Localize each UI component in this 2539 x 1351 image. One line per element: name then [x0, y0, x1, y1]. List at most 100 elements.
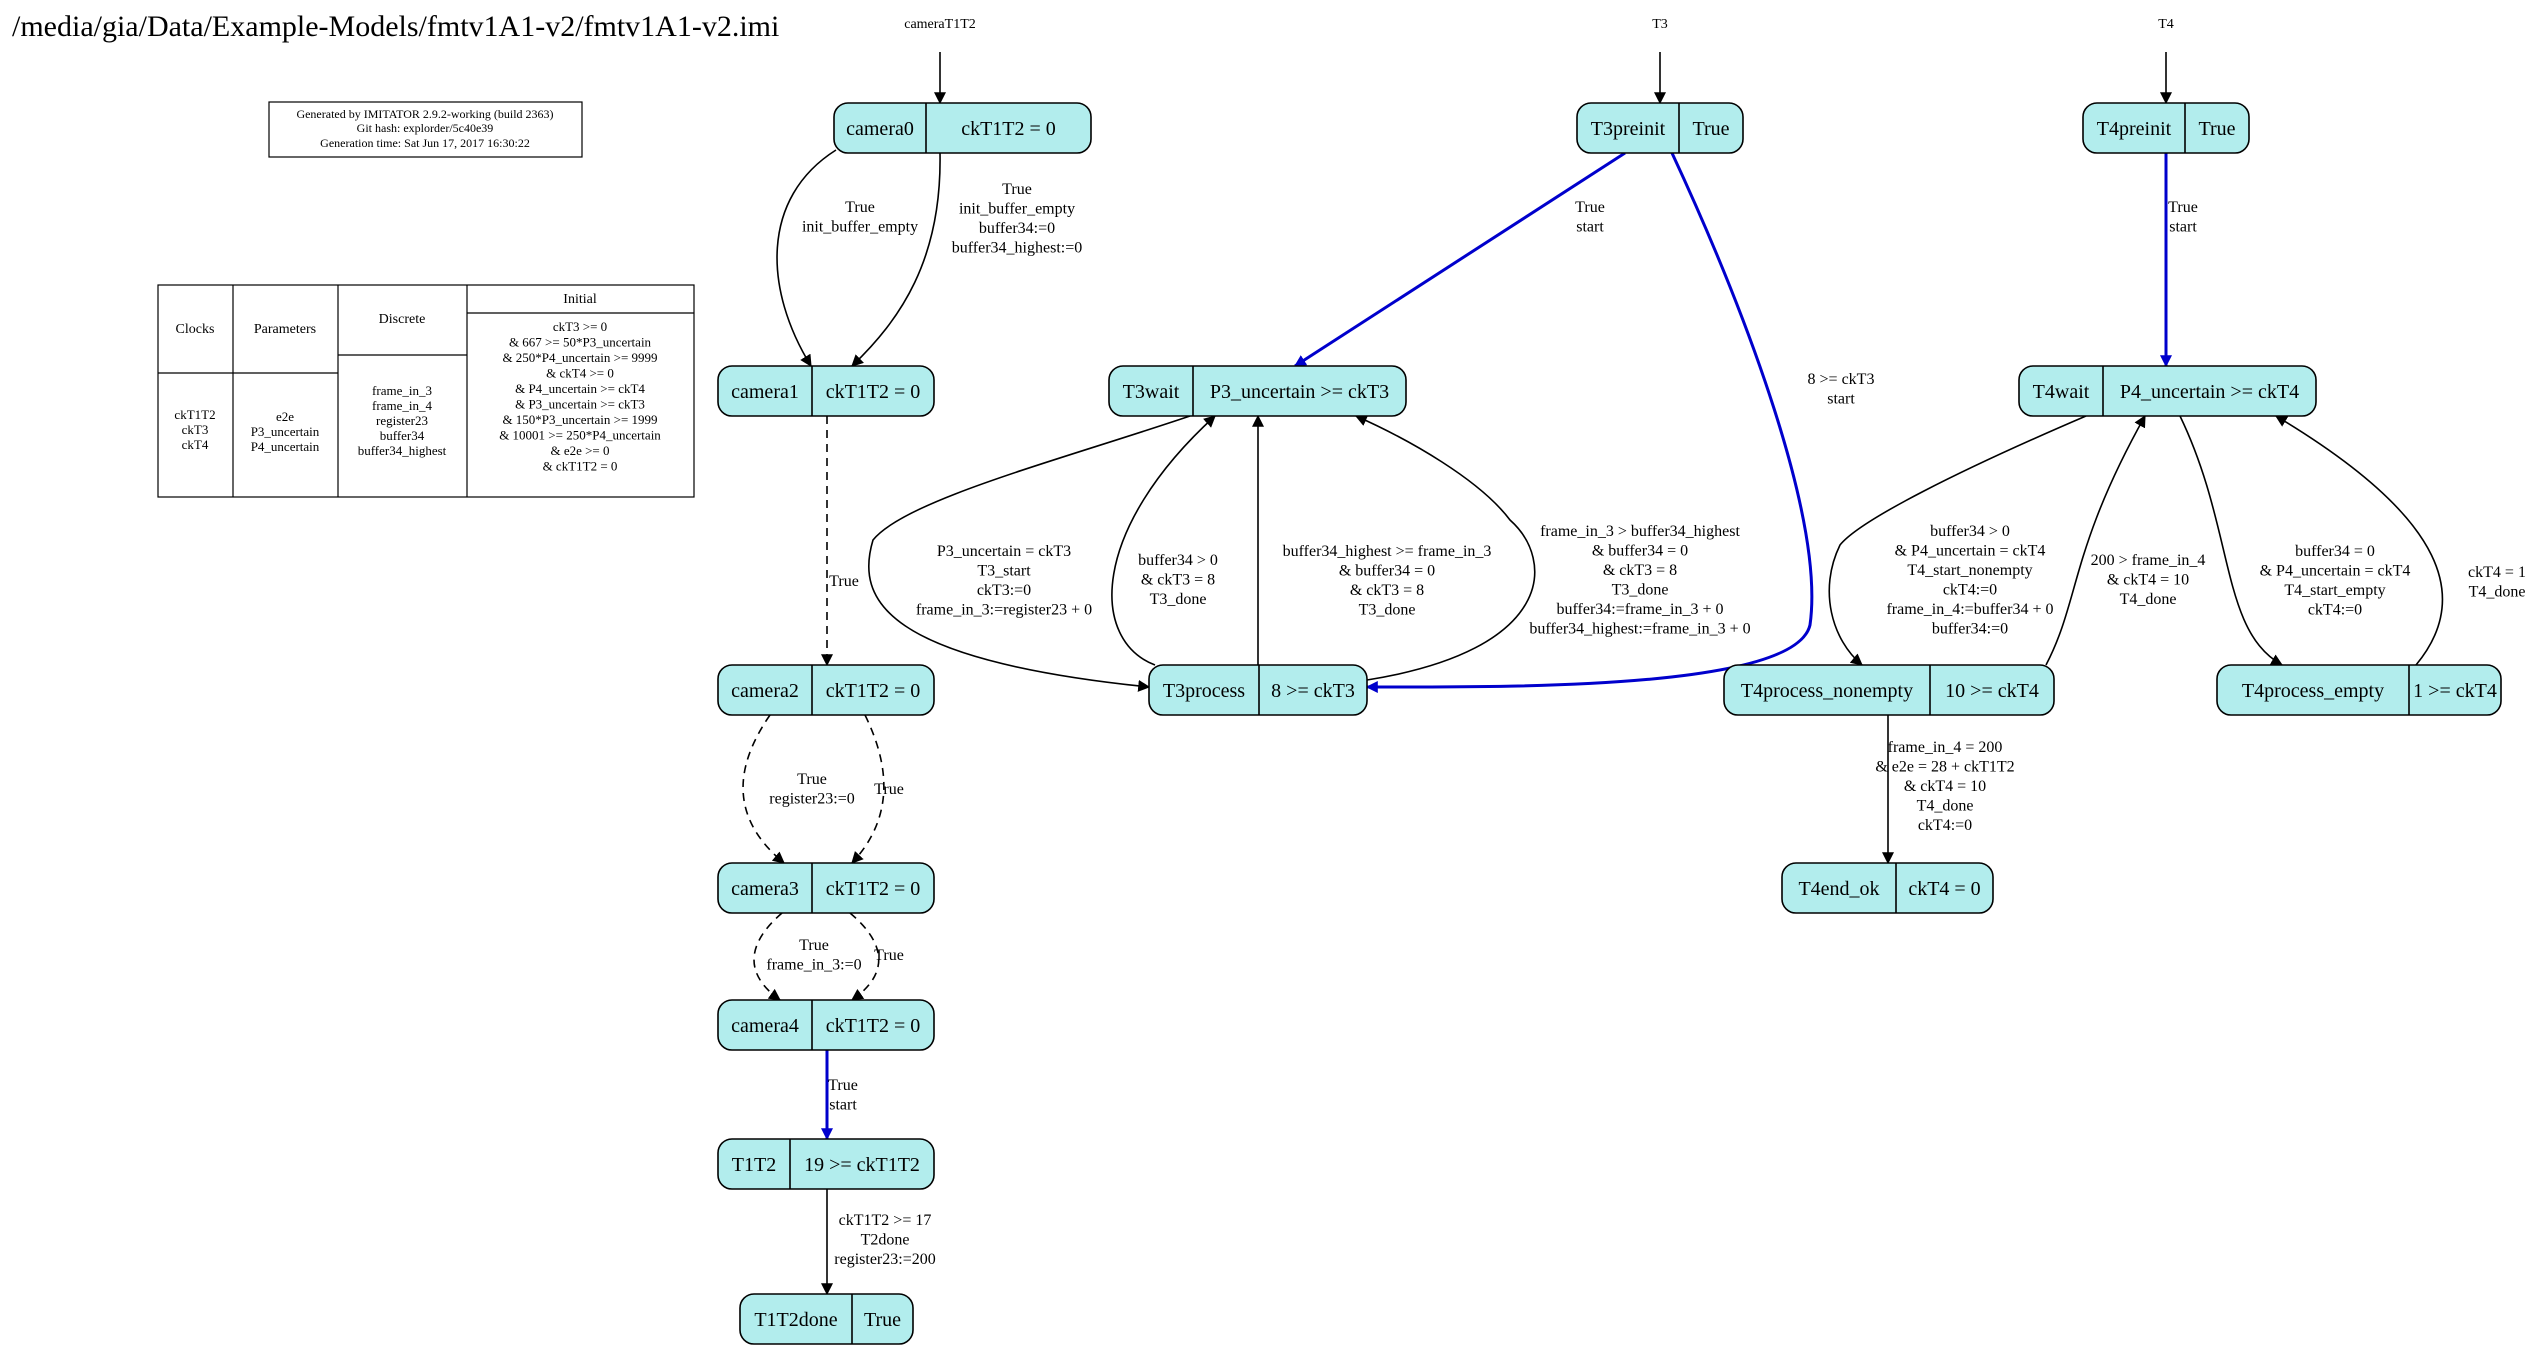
guard-or-update-text: T4_done: [2469, 584, 2526, 601]
discrete-variable-name: buffer34_highest: [358, 443, 447, 458]
guard-or-update-text: init_buffer_empty: [802, 219, 918, 236]
guard-or-update-text: True: [797, 771, 827, 788]
location-box: [1576, 102, 1744, 154]
parameter-name: P4_uncertain: [251, 439, 320, 454]
header-discrete: Discrete: [379, 312, 426, 327]
guard-or-update-text: & P4_uncertain = ckT4: [2260, 563, 2411, 580]
guard-or-update-text: & ckT3 = 8: [1141, 572, 1215, 589]
clock-name: ckT4: [182, 437, 209, 452]
guard-or-update-text: frame_in_3:=0: [766, 957, 861, 974]
transition-T3process-to-T3wait: [1354, 414, 1536, 681]
location-invariant: True: [2198, 118, 2235, 140]
transition-camera3-to-camera4: [849, 912, 880, 1001]
transition-T4wait-to-T4process_empty: [2179, 415, 2284, 666]
generation-time-line: Generation time: Sat Jun 17, 2017 16:30:…: [320, 136, 530, 150]
transition-T3wait-to-T3process: [867, 415, 1191, 692]
transition-T4process_empty-to-T4wait: [2274, 415, 2444, 666]
transition-label: True register23:=0: [769, 771, 854, 808]
guard-or-update-text: True: [2168, 199, 2198, 216]
guard-or-update-text: buffer34:=0: [1932, 621, 2008, 638]
guard-or-update-text: buffer34:=frame_in_3 + 0: [1556, 601, 1723, 618]
location-name: T3preinit: [1591, 118, 1666, 140]
location-name: camera0: [846, 118, 914, 140]
guard-or-update-text: frame_in_3 > buffer34_highest: [1540, 523, 1740, 540]
initial-constraint: & ckT1T2 = 0: [543, 459, 618, 474]
guard-or-update-text: buffer34 > 0: [1138, 552, 1218, 569]
discrete-variable-name: frame_in_4: [372, 398, 432, 413]
guard-or-update-text: start: [1827, 391, 1855, 408]
guard-or-update-text: ckT4 = 1: [2468, 564, 2526, 581]
location-name: camera1: [731, 381, 799, 403]
guard-or-update-text: init_buffer_empty: [959, 201, 1075, 218]
header-clocks: Clocks: [176, 322, 215, 337]
guard-or-update-text: buffer34 = 0: [2295, 543, 2375, 560]
initial-constraint: & ckT4 >= 0: [546, 366, 614, 381]
generation-info-box: Generated by IMITATOR 2.9.2-working (bui…: [268, 101, 583, 158]
location-name: T3process: [1163, 680, 1245, 702]
guard-or-update-text: T4_start_empty: [2284, 582, 2385, 599]
generator-line: Generated by IMITATOR 2.9.2-working (bui…: [296, 107, 553, 121]
guard-or-update-text: T2done: [861, 1232, 910, 1249]
guard-or-update-text: T4_start_nonempty: [1907, 562, 2032, 579]
location-name: T4process_nonempty: [1741, 680, 1913, 702]
guard-or-update-text: 8 >= ckT3: [1808, 371, 1875, 388]
guard-or-update-text: buffer34:=0: [979, 220, 1055, 237]
guard-or-update-text: 200 > frame_in_4: [2091, 552, 2206, 569]
location-box: [2082, 102, 2250, 154]
location-box: [1148, 664, 1368, 716]
guard-or-update-text: True: [845, 199, 875, 216]
location-name: T1T2: [732, 1154, 776, 1176]
location-name: T4process_empty: [2242, 680, 2384, 702]
discrete-variable-name: buffer34: [380, 428, 425, 443]
guard-or-update-text: ckT4:=0: [1918, 817, 1972, 834]
transition-label: buffer34 > 0 & ckT3 = 8 T3_done: [1138, 552, 1218, 608]
location-name: T1T2done: [754, 1309, 837, 1331]
guard-or-update-text: frame_in_3:=register23 + 0: [916, 602, 1092, 619]
location-invariant: ckT4 = 0: [1908, 878, 1980, 900]
location-invariant: 1 >= ckT4: [2413, 680, 2497, 702]
location-name: T4wait: [2033, 381, 2090, 403]
git-hash-line: Git hash: explorder/5c40e39: [357, 121, 494, 135]
transition-label: frame_in_4 = 200& e2e = 28 + ckT1T2& ckT…: [1875, 739, 2014, 834]
location-box: [1108, 365, 1407, 417]
location-T4preinit: T4preinit True: [2082, 102, 2250, 154]
initial-constraint: & P4_uncertain >= ckT4: [515, 381, 645, 396]
guard-or-update-text: T3_done: [1359, 602, 1416, 619]
transition-camera2-to-camera3: [742, 714, 785, 864]
guard-or-update-text: ckT4:=0: [1943, 582, 1997, 599]
location-box: [717, 1138, 935, 1190]
guard-or-update-text: & ckT3 = 8: [1350, 582, 1424, 599]
location-box: [2216, 664, 2502, 716]
initial-cell: ckT3 >= 0& 667 >= 50*P3_uncertain& 250*P…: [499, 319, 661, 474]
location-box: [717, 862, 935, 914]
automaton-entry-T4: T4: [2158, 17, 2174, 105]
guard-or-update-text: & e2e = 28 + ckT1T2: [1875, 759, 2014, 776]
guard-or-update-text: buffer34_highest:=0: [952, 240, 1082, 257]
transition-T3preinit-to-T3process: [1365, 152, 1814, 694]
guard-or-update-text: True: [1002, 181, 1032, 198]
location-invariant: ckT1T2 = 0: [961, 118, 1056, 140]
guard-or-update-text: start: [829, 1097, 857, 1114]
initial-constraint: & 10001 >= 250*P4_uncertain: [499, 428, 661, 443]
location-name: T4preinit: [2097, 118, 2172, 140]
guard-or-update-text: register23:=0: [769, 791, 854, 808]
initial-constraint: & 150*P3_uncertain >= 1999: [502, 412, 657, 427]
location-name: T4end_ok: [1798, 878, 1879, 900]
guard-or-update-text: register23:=200: [834, 1251, 935, 1268]
transition-T4wait-to-T4process_nonempty: [1828, 415, 2087, 666]
guard-or-update-text: T3_done: [1150, 591, 1207, 608]
transition-label: buffer34_highest >= frame_in_3& buffer34…: [1283, 543, 1492, 619]
